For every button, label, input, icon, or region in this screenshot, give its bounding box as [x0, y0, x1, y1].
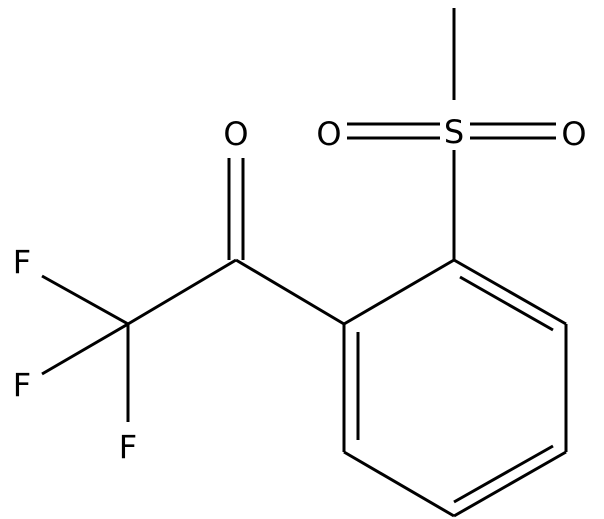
atom-label-fluorine-2: F	[13, 366, 31, 404]
bond-ring-3-inner	[453, 444, 554, 504]
bond-cf-2	[41, 322, 129, 376]
bond-ring-3	[453, 450, 567, 518]
atom-label-sulfur: S	[444, 113, 464, 151]
bond-ring-1	[453, 258, 567, 326]
atom-label-fluorine-3: F	[119, 428, 137, 466]
bond-ring-6	[343, 258, 455, 326]
bond-ring-1-inner	[459, 275, 554, 332]
atom-label-oxygen-sulfonyl-right: O	[561, 115, 586, 153]
atom-label-oxygen-carbonyl: O	[223, 115, 248, 153]
bond-ring-4	[343, 450, 455, 518]
atom-label-fluorine-1: F	[13, 243, 31, 281]
bond-cf-1	[41, 274, 129, 326]
bond-carbonyl-cf3	[127, 258, 237, 326]
bond-ring-carbonyl	[235, 258, 345, 326]
atom-label-oxygen-sulfonyl-left: O	[316, 115, 341, 153]
